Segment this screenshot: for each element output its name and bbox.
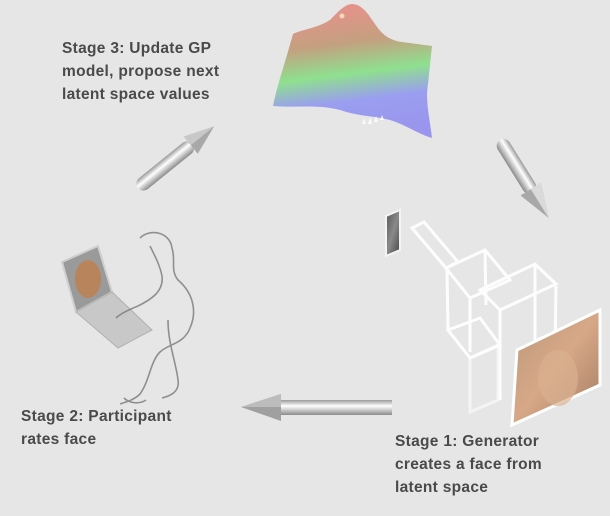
stage3-line3: latent space values [62,86,210,103]
arrow-stage1-to-stage2 [241,394,392,421]
stage1-label: Stage 1: Generator creates a face from l… [395,430,542,499]
stage2-label: Stage 2: Participant rates face [21,405,172,451]
stage2-line2: rates face [21,431,97,448]
stage1-line2: creates a face from [395,456,543,473]
stage3-label: Stage 3: Update GP model, propose next l… [62,37,219,106]
stage2-line1: Stage 2: Participant [21,408,172,425]
stage3-line1: Stage 3: Update GP [62,40,212,57]
arrow-stage3-to-stage1 [496,138,549,219]
stage1-line1: Stage 1: Generator [395,433,540,450]
stage3-line2: model, propose next [62,63,220,80]
stage1-line3: latent space [395,479,489,496]
arrow-stage2-to-stage3 [136,126,215,191]
generator-network-icon [385,208,602,428]
person-with-laptop-icon [60,231,195,405]
